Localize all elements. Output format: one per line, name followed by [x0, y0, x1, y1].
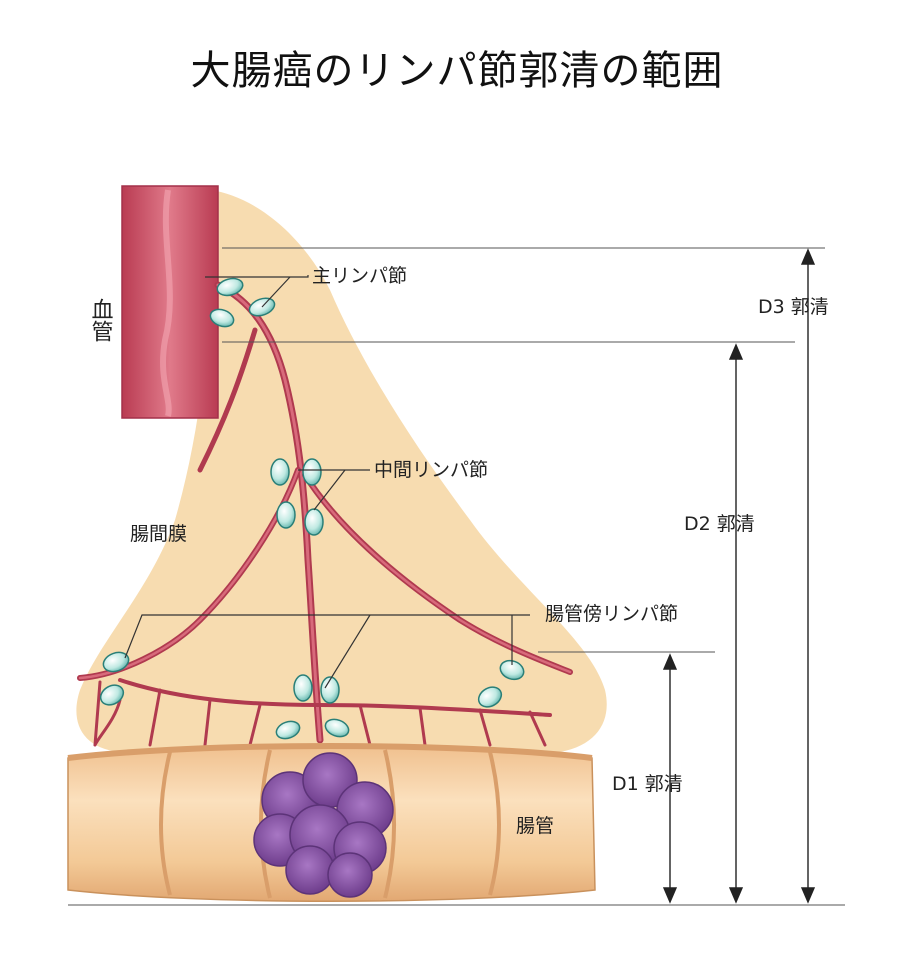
callout-lines — [124, 275, 530, 689]
mesentery-label: 腸間膜 — [130, 523, 187, 545]
range-lines — [68, 247, 845, 906]
d1-range-arrow — [662, 653, 678, 904]
paracolic-lymph-nodes — [99, 651, 525, 740]
intestine-label: 腸管 — [516, 815, 554, 837]
d3-range-arrow — [800, 248, 816, 904]
d1-label: D1 郭清 — [612, 773, 683, 795]
main-lymph-node-label: 主リンパ節 — [312, 265, 407, 287]
intermediate-lymph-node-label: 中間リンパ節 — [374, 459, 488, 481]
d2-range-arrow — [728, 343, 744, 904]
intermediate-lymph-nodes — [270, 458, 324, 536]
page-title: 大腸癌のリンパ節郭清の範囲 — [190, 48, 724, 94]
blood-vessel — [121, 185, 219, 419]
blood-vessel-label: 血管 — [88, 298, 114, 342]
paracolic-lymph-node-label: 腸管傍リンパ節 — [545, 603, 678, 625]
d3-label: D3 郭清 — [758, 296, 829, 318]
d2-label: D2 郭清 — [684, 513, 755, 535]
tumor — [253, 752, 394, 898]
